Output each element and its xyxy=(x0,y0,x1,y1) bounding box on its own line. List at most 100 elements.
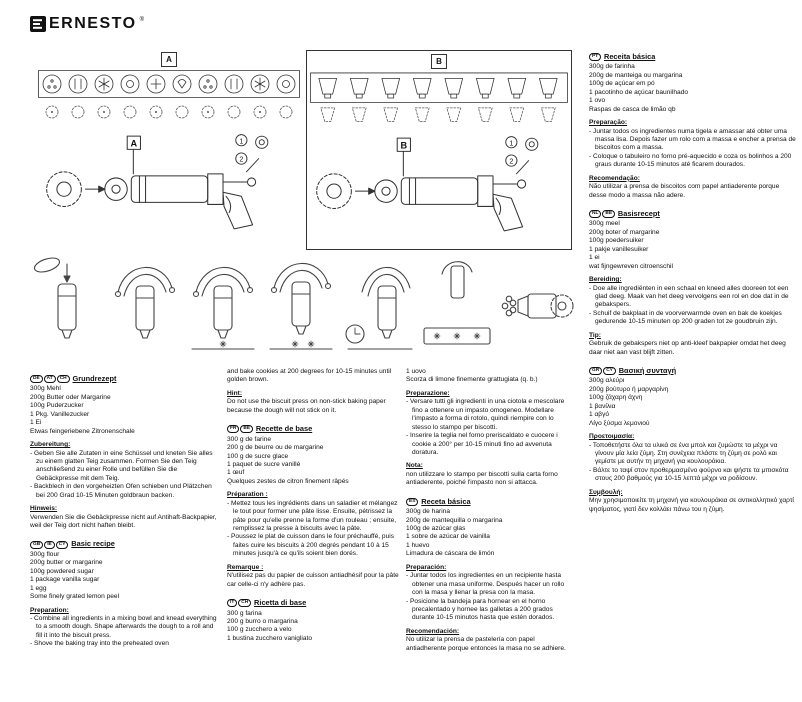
section-title: Basisrecept xyxy=(617,209,660,218)
ingredient: wat fijngewreven citroenschil xyxy=(589,262,673,270)
language-badge: IT xyxy=(227,599,238,608)
prep-heading: Preparação: xyxy=(589,119,628,127)
prep-steps: - Doe alle ingrediënten in een schaal en… xyxy=(589,285,797,327)
ingredient: 1 package vanilla sugar xyxy=(30,576,100,584)
prep-steps: - Τοποθετήστε όλα τα υλικά σε ένα μπολ κ… xyxy=(589,442,797,484)
note-heading: Remarque : xyxy=(227,563,264,571)
prep-heading: Preparazione: xyxy=(406,389,450,397)
language-badge: CY xyxy=(603,367,616,376)
prep-step: - Geben Sie alle Zutaten in eine Schüsse… xyxy=(30,449,213,482)
prep-step: - Combine all ingredients in a mixing bo… xyxy=(30,614,217,639)
ingredient: 300g meel xyxy=(589,220,620,228)
ingredient: Limadura de cáscara de limón xyxy=(406,550,495,558)
prep-steps: - Combine all ingredients in a mixing bo… xyxy=(30,615,220,649)
ingredient: Some finely grated lemon peel xyxy=(30,593,120,601)
prep-step: - Doe alle ingrediënten in een schaal en… xyxy=(589,284,789,309)
step-2-marker: 2 xyxy=(239,156,243,164)
illustration-baking-tray-icon xyxy=(423,261,491,345)
language-badge: BE xyxy=(602,210,616,219)
prep-step: - Schuif de bakplaat in de voorverwarmde… xyxy=(589,309,782,326)
registered-mark: ® xyxy=(139,17,144,23)
step-1-marker: 1 xyxy=(239,137,243,145)
language-badge: GR xyxy=(589,367,603,376)
prep-step: - Backblech in den vorgeheizten Ofen sch… xyxy=(30,483,212,499)
disc-shapes-diagram xyxy=(38,70,300,119)
note-text: non utilizzare lo stampo per biscotti su… xyxy=(406,470,558,487)
gb-prep-continued: and bake cookies at 200 degrees for 10-1… xyxy=(227,368,392,384)
illustration-press-horizontal-icon xyxy=(501,293,574,319)
prep-step: - Τοποθετήστε όλα τα υλικά σε ένα μπολ κ… xyxy=(589,441,778,466)
ernesto-logo-icon xyxy=(30,16,46,32)
section-title: Recette de base xyxy=(255,424,313,434)
illustration-fill-dough-icon xyxy=(33,257,77,339)
note-text: Μην χρησιμοποιείτε τη μηχανή για κουλουρ… xyxy=(589,497,794,513)
note-heading: Nota: xyxy=(406,462,423,470)
prep-steps: - Juntar todos los ingredientes en un re… xyxy=(406,572,572,623)
ingredient: Λίγο ξύσμα λεμονιού xyxy=(589,419,650,427)
language-badges: PT xyxy=(589,53,602,62)
ingredient: Quelques zestes de citron finement râpés xyxy=(227,477,349,485)
step-1-marker: 1 xyxy=(509,139,513,147)
prep-step: - Posicione la bandeja para hornear en e… xyxy=(406,597,555,622)
ingredient: 1 uovo xyxy=(406,368,426,375)
ingredient: Raspas de casca de limão qb xyxy=(589,105,676,113)
language-badges: ES xyxy=(406,497,419,506)
prep-step: - Poussez le plat de cuisson dans le fou… xyxy=(227,533,395,558)
illustration-assemble-press-icon xyxy=(114,266,176,339)
note-text: Verwenden Sie die Gebäckpresse nicht auf… xyxy=(30,513,217,529)
ingredient: 200g βούτυρο ή μαργαρίνη xyxy=(589,385,669,393)
ingredient: 1 pacotinho de açúcar baunilhado xyxy=(589,88,688,96)
ingredient: 200g butter or margarine xyxy=(30,559,103,567)
prep-heading: Preparation: xyxy=(30,606,69,614)
prep-step: - Juntar todos os ingredientes numa tige… xyxy=(589,127,796,152)
prep-step: - Versare tutti gli ingredienti in una c… xyxy=(406,398,565,431)
language-badge: NL xyxy=(589,210,602,219)
ingredient: 1 ovo xyxy=(589,97,606,105)
ingredient: 200 g burro o margarina xyxy=(227,617,298,625)
ingredient: 100g powdered sugar xyxy=(30,567,94,575)
prep-step: - Juntar todos los ingredientes en un re… xyxy=(406,572,565,597)
note-text: N'utilisez pas du papier de cuisson anti… xyxy=(227,572,399,588)
prep-steps: - Juntar todos os ingredientes numa tige… xyxy=(589,128,797,170)
illustration-baking-time-icon xyxy=(345,266,413,350)
ingredient: 300g de harina xyxy=(406,508,450,516)
section-title: Ricetta di base xyxy=(254,598,307,608)
illustration-lift-press-icon xyxy=(269,262,333,350)
prep-heading: Προετοιμασία: xyxy=(589,433,635,441)
panel-b-label: B xyxy=(431,54,447,69)
section-title: Βασική συνταγή xyxy=(618,366,677,375)
note-heading: Hinweis: xyxy=(30,505,58,513)
press-assembly-diagram-b: B 1 2 xyxy=(316,136,539,232)
prep-steps: - Geben Sie alle Zutaten in eine Schüsse… xyxy=(30,450,220,501)
note-heading: Recomendación: xyxy=(406,627,460,635)
brand-logo: ERNESTO ® xyxy=(30,16,144,32)
language-badge: AT xyxy=(43,375,56,384)
ingredient: 100g Puderzucker xyxy=(30,402,84,410)
note-text: Gebruik de gebakspers niet op anti-kleef… xyxy=(589,340,786,356)
ingredient: 1 egg xyxy=(30,584,47,592)
prep-steps: - Mettez tous les ingrédients dans un sa… xyxy=(227,500,399,559)
language-badge: CY xyxy=(55,540,69,549)
illustration-press-on-tray-icon xyxy=(191,266,255,350)
nozzle-tips-diagram xyxy=(310,72,568,123)
ingredient: Scorza di limone finemente grattugiata (… xyxy=(406,376,538,384)
prep-heading: Bereiding: xyxy=(589,276,622,284)
